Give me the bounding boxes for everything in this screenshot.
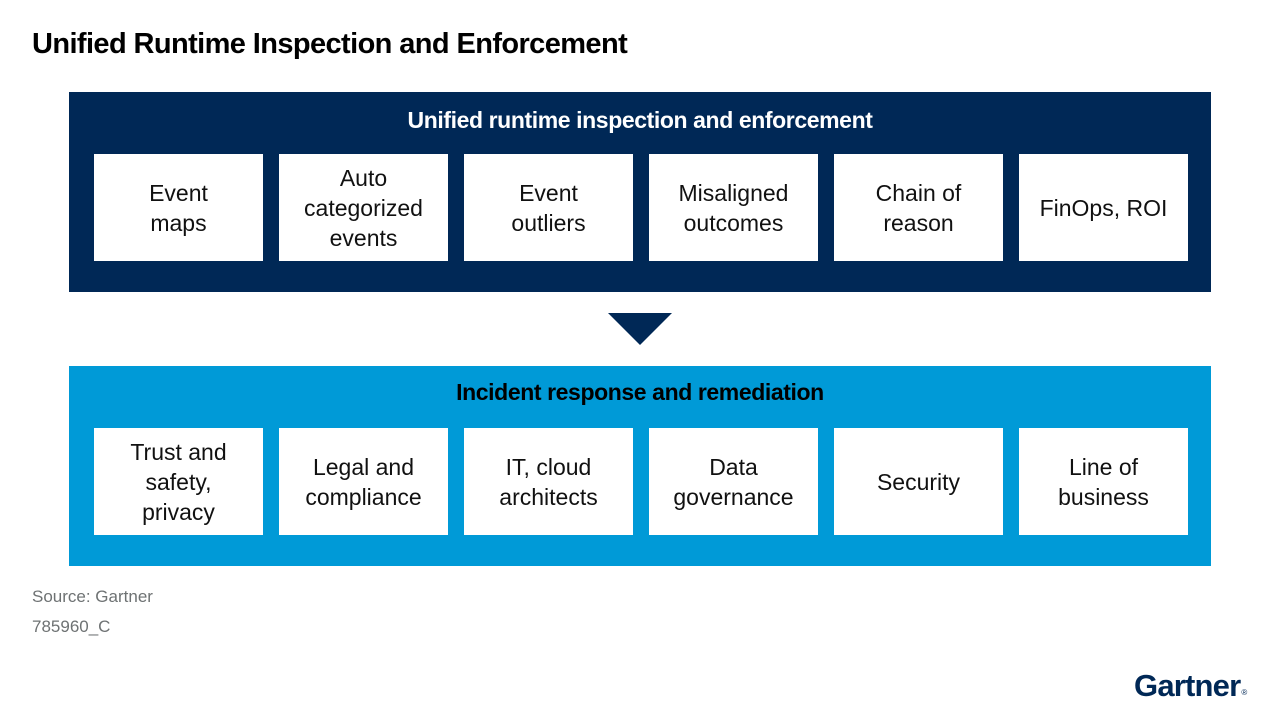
item-event-maps: Event maps [94, 154, 263, 261]
incident-response-items: Trust and safety, privacy Legal and comp… [94, 428, 1188, 535]
incident-response-panel: Incident response and remediation Trust … [69, 366, 1211, 566]
item-legal-compliance: Legal and compliance [279, 428, 448, 535]
gartner-logo: Gartner® [1134, 668, 1247, 704]
down-arrow-icon [608, 313, 672, 345]
item-trust-safety-privacy: Trust and safety, privacy [94, 428, 263, 535]
runtime-inspection-panel: Unified runtime inspection and enforceme… [69, 92, 1211, 292]
item-line-of-business: Line of business [1019, 428, 1188, 535]
item-misaligned-outcomes: Misaligned outcomes [649, 154, 818, 261]
item-chain-of-reason: Chain of reason [834, 154, 1003, 261]
diagram-title: Unified Runtime Inspection and Enforceme… [32, 28, 628, 60]
incident-response-heading: Incident response and remediation [456, 379, 824, 405]
logo-text: Gartner [1134, 668, 1241, 703]
item-event-outliers: Event outliers [464, 154, 633, 261]
document-id: 785960_C [32, 617, 111, 636]
item-security: Security [834, 428, 1003, 535]
source-note: Source: Gartner [32, 587, 153, 606]
item-it-cloud-architects: IT, cloud architects [464, 428, 633, 535]
registered-mark: ® [1241, 688, 1247, 697]
runtime-inspection-items: Event maps Auto categorized events Event… [94, 154, 1188, 261]
item-finops-roi: FinOps, ROI [1019, 154, 1188, 261]
item-auto-categorized-events: Auto categorized events [279, 154, 448, 261]
item-data-governance: Data governance [649, 428, 818, 535]
runtime-inspection-heading: Unified runtime inspection and enforceme… [407, 107, 873, 133]
